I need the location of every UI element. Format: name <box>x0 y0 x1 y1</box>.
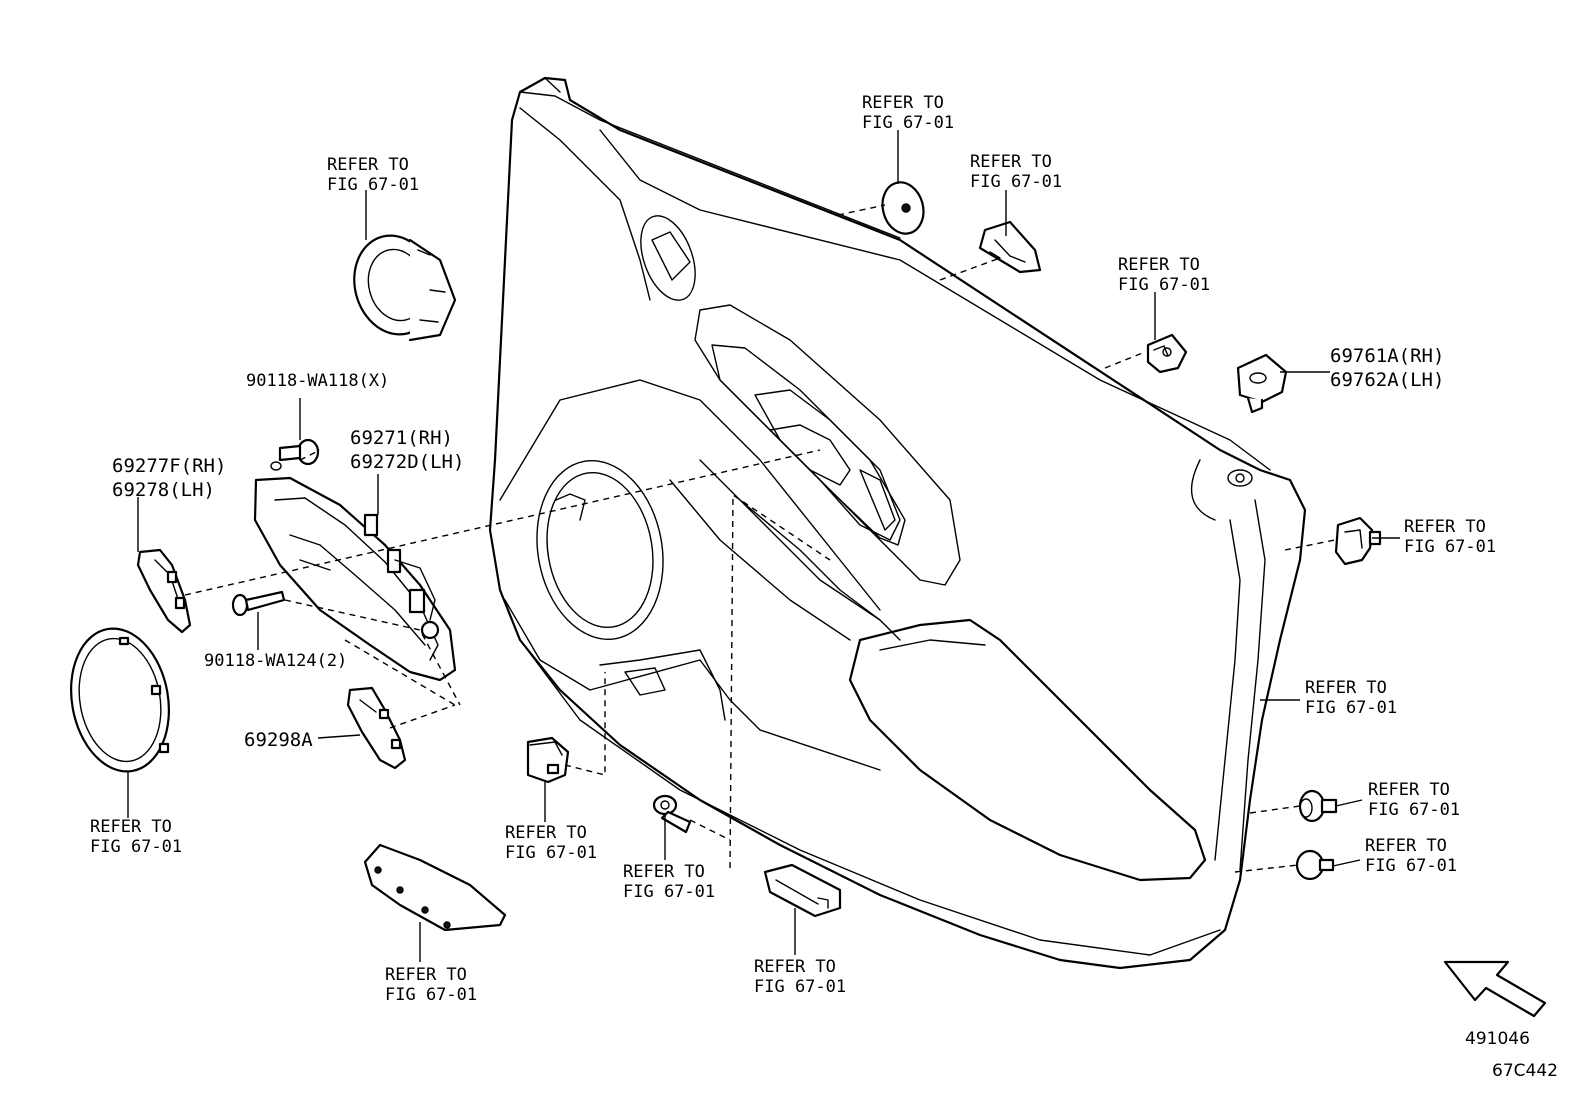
bezel-69277f <box>136 548 192 634</box>
label-part-90118-wa124: 90118-WA124(2) <box>204 651 347 671</box>
label-refer-clip-low1-2: FIG 67-01 <box>1368 800 1460 820</box>
label-part-69278: 69278(LH) <box>112 479 215 501</box>
label-part-69298a: 69298A <box>244 729 313 751</box>
label-part-69272d: 69272D(LH) <box>350 451 464 473</box>
label-refer-pocket-2: FIG 67-01 <box>754 977 846 997</box>
label-refer-cap-top-2: FIG 67-01 <box>862 113 954 133</box>
callout-labels: REFER TO FIG 67-01 REFER TO FIG 67-01 RE… <box>90 93 1496 1005</box>
right-retainer-clip <box>1334 516 1382 566</box>
label-refer-clip-top-2: FIG 67-01 <box>970 172 1062 192</box>
top-retainer-clip <box>978 220 1042 274</box>
speaker-grille <box>70 627 170 773</box>
label-refer-clip-low2-2: FIG 67-01 <box>1365 856 1457 876</box>
label-refer-grille-2: FIG 67-01 <box>90 837 182 857</box>
label-refer-clip-right-1: REFER TO <box>1404 517 1486 537</box>
inside-handle-69271 <box>253 476 457 682</box>
label-refer-weatherstrip-2: FIG 67-01 <box>1305 698 1397 718</box>
label-refer-clip-low2-1: REFER TO <box>1365 836 1447 856</box>
front-direction-arrow-icon <box>1443 960 1547 1018</box>
trim-screw <box>652 794 692 834</box>
pocket-cover <box>763 863 842 918</box>
label-refer-clip-top-1: REFER TO <box>970 152 1052 172</box>
label-refer-switch-1: REFER TO <box>505 823 587 843</box>
leader-lines <box>127 130 1400 962</box>
label-refer-lower-trim-2: FIG 67-01 <box>385 985 477 1005</box>
switch-base <box>526 736 570 784</box>
label-part-69761a: 69761A(RH) <box>1330 345 1444 367</box>
label-refer-tweeter-1: REFER TO <box>327 155 409 175</box>
label-refer-cap-top-1: REFER TO <box>862 93 944 113</box>
label-refer-grille-1: REFER TO <box>90 817 172 837</box>
label-part-69762a: 69762A(LH) <box>1330 369 1444 391</box>
tweeter-speaker <box>353 234 457 342</box>
label-refer-screw-1: REFER TO <box>623 862 705 882</box>
label-refer-lower-trim-1: REFER TO <box>385 965 467 985</box>
label-part-69271: 69271(RH) <box>350 427 453 449</box>
label-refer-weatherstrip-1: REFER TO <box>1305 678 1387 698</box>
label-refer-screw-2: FIG 67-01 <box>623 882 715 902</box>
screw-90118-wa118 <box>270 438 320 471</box>
label-refer-clip-low1-1: REFER TO <box>1368 780 1450 800</box>
screw-90118-wa124 <box>231 590 286 617</box>
cover-69298a <box>346 686 407 770</box>
illustration-id: 491046 <box>1465 1029 1530 1049</box>
top-cap-round <box>881 181 925 235</box>
mid-push-clip <box>1146 333 1188 374</box>
figure-code: 67C442 <box>1492 1061 1558 1081</box>
label-refer-clip-right-2: FIG 67-01 <box>1404 537 1496 557</box>
lower-right-clip-2 <box>1295 849 1335 881</box>
label-part-69277f: 69277F(RH) <box>112 455 226 477</box>
label-refer-clip-mid-1: REFER TO <box>1118 255 1200 275</box>
assembly-dashed-lines <box>184 204 1336 873</box>
label-refer-pocket-1: REFER TO <box>754 957 836 977</box>
lower-trim-strip <box>363 843 507 932</box>
label-part-90118-wa118: 90118-WA118(X) <box>246 371 389 391</box>
label-refer-clip-mid-2: FIG 67-01 <box>1118 275 1210 295</box>
label-refer-switch-2: FIG 67-01 <box>505 843 597 863</box>
lower-right-clip-1 <box>1298 789 1338 823</box>
label-refer-tweeter-2: FIG 67-01 <box>327 175 419 195</box>
door-trim-panel <box>488 76 1307 970</box>
clip-69761a <box>1236 353 1288 414</box>
